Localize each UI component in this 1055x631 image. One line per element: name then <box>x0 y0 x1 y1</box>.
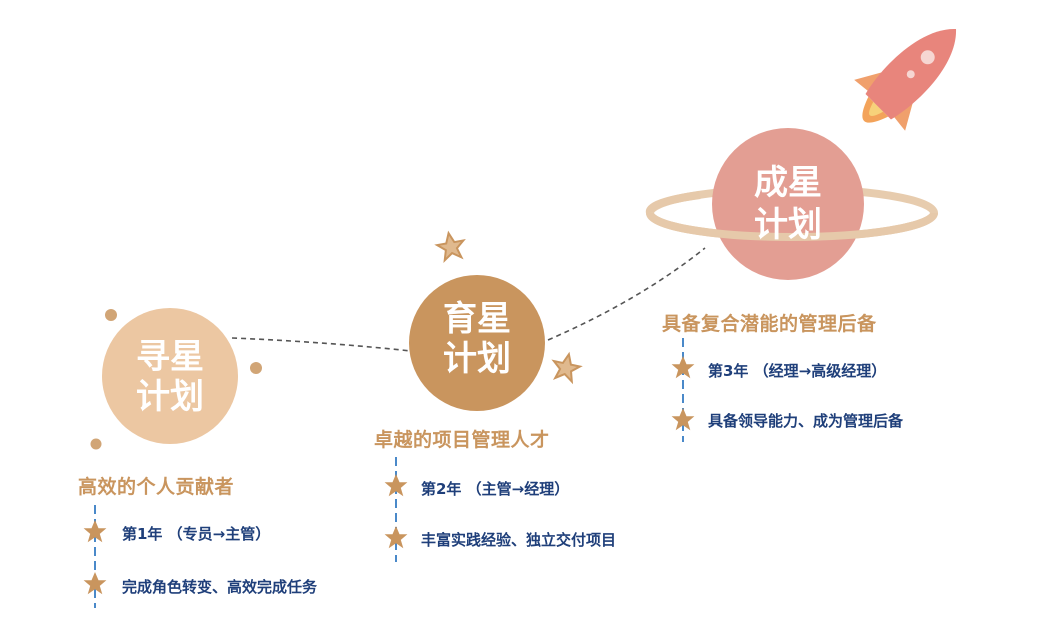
star-icon <box>671 356 695 379</box>
stage-3-item-1: 第3年 （经理→高级经理） <box>708 362 887 380</box>
stage-1-title: 高效的个人贡献者 <box>78 476 235 498</box>
stage-2-planet: 育星 计划 <box>409 275 545 411</box>
stage-3-name-line2: 计划 <box>754 205 822 245</box>
stage-1-item-1: 第1年 （专员→主管） <box>122 525 271 543</box>
decor-dot <box>90 438 102 450</box>
star-icon <box>384 474 408 497</box>
star-icon <box>384 526 408 549</box>
stage-3-name-line1: 成星 <box>754 163 822 203</box>
star-icon <box>671 408 695 431</box>
stage-2-name-line2: 计划 <box>443 339 511 379</box>
stage-2-name-line1: 育星 <box>443 299 511 339</box>
connector-2-3 <box>547 247 706 341</box>
stage-3-item-2: 具备领导能力、成为管理后备 <box>708 412 904 430</box>
stage-2-item-2: 丰富实践经验、独立交付项目 <box>421 531 617 549</box>
stage-1-item-2: 完成角色转变、高效完成任务 <box>122 578 318 596</box>
star-icon <box>83 520 107 543</box>
decor-dot <box>105 309 117 321</box>
star-icon <box>83 572 107 595</box>
decor-star-icon <box>551 351 583 385</box>
stage-2-title: 卓越的项目管理人才 <box>374 429 550 451</box>
rocket-icon <box>854 28 957 131</box>
decor-star-icon <box>434 230 466 263</box>
stage-2-item-1: 第2年 （主管→经理） <box>421 480 570 498</box>
stage-3-planet: 成星 计划 <box>645 128 938 280</box>
stage-1-name-line1: 寻星 <box>136 337 204 377</box>
connector-1-2 <box>231 337 421 353</box>
decor-dot <box>250 362 262 374</box>
stage-1-planet: 寻星 计划 <box>102 308 238 444</box>
stage-3-title: 具备复合潜能的管理后备 <box>662 313 877 335</box>
stage-1-name-line2: 计划 <box>136 377 204 417</box>
